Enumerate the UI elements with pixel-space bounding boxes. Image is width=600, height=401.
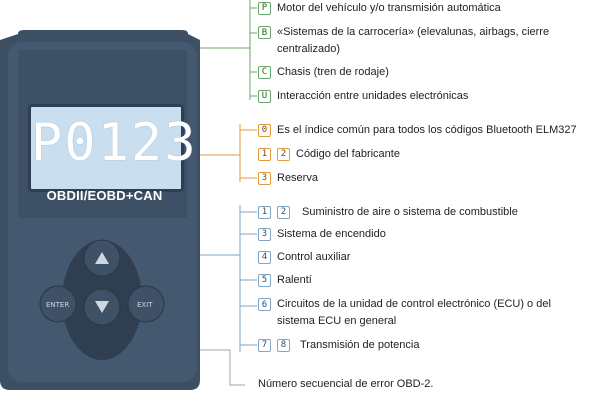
badge: 4 bbox=[258, 250, 271, 264]
legend-text: «Sistemas de la carrocería» (elevalunas,… bbox=[277, 26, 550, 55]
legend-row-sub-6: 6 Circuitos de la unidad de control elec… bbox=[258, 296, 577, 330]
badge: 3 bbox=[258, 171, 271, 185]
down-arrow-icon bbox=[95, 301, 109, 313]
legend-text: Control auxiliar bbox=[277, 251, 351, 263]
badge: P bbox=[258, 1, 271, 15]
device-label: OBDII/EOBD+CAN bbox=[46, 188, 163, 203]
badge: 2 bbox=[277, 205, 290, 219]
badge: 8 bbox=[277, 338, 290, 352]
legend-text: Chasis (tren de rodaje) bbox=[277, 66, 389, 78]
up-arrow-icon bbox=[95, 252, 109, 264]
legend-text: Sistema de encendido bbox=[277, 228, 386, 240]
badge: 5 bbox=[258, 273, 271, 287]
exit-button[interactable]: EXIT bbox=[137, 301, 153, 309]
legend-row-system-u: U Interacción entre unidades electrónica… bbox=[258, 89, 468, 103]
badge: 1 bbox=[258, 205, 271, 219]
error-code-display: P0123 bbox=[31, 113, 198, 173]
legend-text: Código del fabricante bbox=[296, 148, 400, 160]
legend-row-sub-78: 7 8 Transmisión de potencia bbox=[258, 338, 419, 352]
badge: 1 bbox=[258, 147, 271, 161]
badge: 0 bbox=[258, 123, 271, 137]
device-body bbox=[0, 30, 200, 390]
legend-row-type-12: 1 2 Código del fabricante bbox=[258, 147, 400, 161]
legend-text: Transmisión de potencia bbox=[300, 339, 420, 351]
legend-row-type-3: 3 Reserva bbox=[258, 171, 318, 185]
legend-row-sub-3: 3 Sistema de encendido bbox=[258, 227, 386, 241]
legend-row-sub-12: 1 2 Suministro de aire o sistema de comb… bbox=[258, 205, 518, 219]
badge: 2 bbox=[277, 147, 290, 161]
badge: 7 bbox=[258, 338, 271, 352]
legend-row-type-0: 0 Es el índice común para todos los códi… bbox=[258, 123, 577, 137]
legend-text: Circuitos de la unidad de control electr… bbox=[277, 298, 551, 327]
badge: C bbox=[258, 65, 271, 79]
obd-scanner-device: P0123 OBDII/EOBD+CAN ENTER EXIT bbox=[0, 30, 205, 390]
enter-button[interactable]: ENTER bbox=[46, 301, 70, 309]
badge: 3 bbox=[258, 227, 271, 241]
legend-text: Suministro de aire o sistema de combusti… bbox=[302, 206, 518, 218]
legend-row-sub-4: 4 Control auxiliar bbox=[258, 250, 350, 264]
legend-row-sub-5: 5 Ralentí bbox=[258, 273, 312, 287]
legend-text: Ralentí bbox=[277, 274, 312, 286]
legend-row-system-b: B «Sistemas de la carrocería» (elevaluna… bbox=[258, 24, 600, 58]
legend-row-system-p: P Motor del vehículo y/o transmisión aut… bbox=[258, 1, 501, 15]
legend-text: Interacción entre unidades electrónicas bbox=[277, 90, 469, 102]
legend-row-sequence: Número secuencial de error OBD-2. bbox=[258, 377, 433, 391]
legend-text: Número secuencial de error OBD-2. bbox=[258, 378, 434, 390]
legend-text: Motor del vehículo y/o transmisión autom… bbox=[277, 2, 501, 14]
badge: B bbox=[258, 26, 271, 39]
legend-text: Es el índice común para todos los código… bbox=[277, 124, 577, 136]
device-screen: P0123 bbox=[28, 104, 198, 192]
badge: U bbox=[258, 89, 271, 103]
badge: 6 bbox=[258, 298, 271, 311]
legend-row-system-c: C Chasis (tren de rodaje) bbox=[258, 65, 389, 79]
legend-text: Reserva bbox=[277, 172, 318, 184]
